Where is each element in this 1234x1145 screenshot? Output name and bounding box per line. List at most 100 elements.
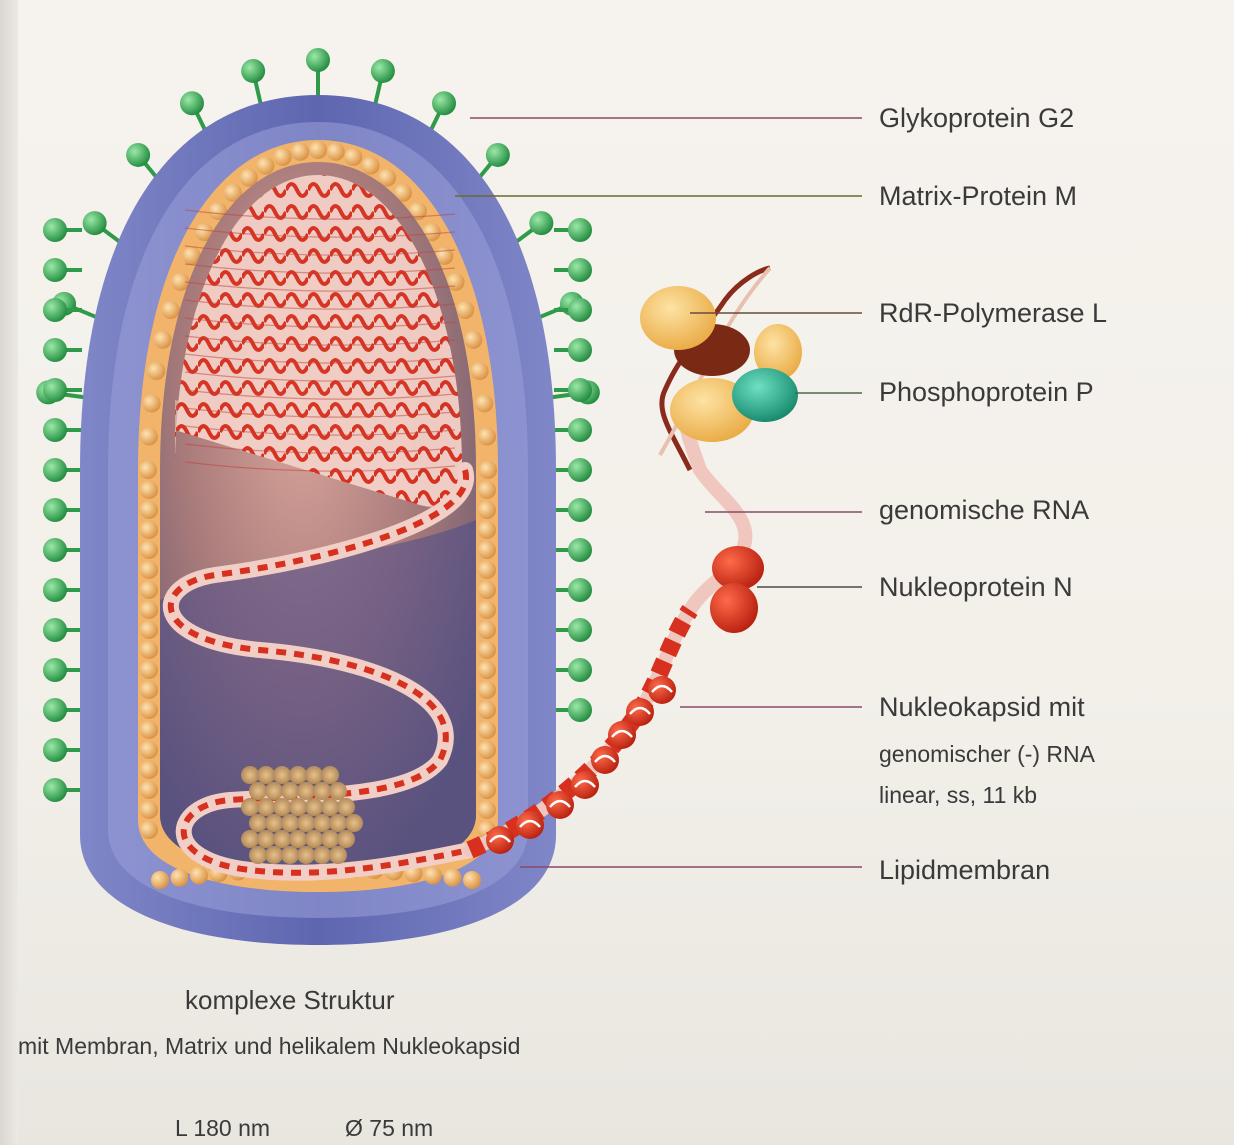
bundle-bead — [321, 766, 339, 784]
matrix-bead — [291, 143, 309, 161]
matrix-bead — [444, 869, 462, 887]
glycoprotein-knob — [43, 498, 67, 522]
glycoprotein-knob — [43, 538, 67, 562]
matrix-bead — [478, 601, 496, 619]
matrix-bead — [190, 866, 208, 884]
glycoprotein-knob — [306, 48, 330, 72]
matrix-bead — [478, 761, 496, 779]
glycoprotein-knob — [43, 658, 67, 682]
matrix-bead — [362, 157, 380, 175]
glycoprotein-knob — [568, 378, 592, 402]
matrix-bead — [478, 781, 496, 799]
label-nucleoprotein: Nukleoprotein N — [879, 572, 1073, 603]
matrix-bead — [140, 741, 158, 759]
matrix-bead — [478, 428, 496, 446]
bundle-bead — [329, 814, 347, 832]
matrix-bead — [344, 148, 362, 166]
matrix-bead — [140, 721, 158, 739]
bundle-bead — [305, 798, 323, 816]
bundle-bead — [249, 782, 267, 800]
glycoprotein-knob — [568, 538, 592, 562]
matrix-bead — [140, 501, 158, 519]
label-phosphoprotein: Phosphoprotein P — [879, 377, 1094, 408]
matrix-bead — [140, 781, 158, 799]
bundle-bead — [313, 814, 331, 832]
glycoprotein-knob — [568, 418, 592, 442]
glycoprotein-knob — [371, 59, 395, 83]
bundle-bead — [337, 798, 355, 816]
glycoprotein-knob — [43, 418, 67, 442]
matrix-bead — [478, 521, 496, 539]
glycoprotein-knob — [43, 738, 67, 762]
bundle-bead — [313, 782, 331, 800]
matrix-bead — [478, 801, 496, 819]
bundle-bead — [297, 782, 315, 800]
polymerase-l-upper — [640, 286, 716, 350]
bundle-bead — [241, 766, 259, 784]
glycoprotein-knob — [568, 218, 592, 242]
matrix-bead — [140, 621, 158, 639]
matrix-bead — [478, 481, 496, 499]
glycoprotein-knob — [83, 211, 107, 235]
caption-title: komplexe Struktur — [185, 985, 395, 1016]
matrix-bead — [478, 581, 496, 599]
matrix-bead — [478, 501, 496, 519]
matrix-bead — [256, 157, 274, 175]
nucleoprotein-n-bottom — [710, 583, 758, 633]
matrix-bead — [478, 561, 496, 579]
matrix-bead — [309, 141, 327, 159]
bundle-bead — [329, 846, 347, 864]
matrix-bead — [140, 761, 158, 779]
bundle-bead — [257, 798, 275, 816]
glycoprotein-knob — [43, 578, 67, 602]
matrix-bead — [478, 621, 496, 639]
glycoprotein-knob — [568, 578, 592, 602]
matrix-bead — [154, 331, 172, 349]
bundle-bead — [321, 830, 339, 848]
matrix-bead — [139, 461, 157, 479]
matrix-bead — [478, 641, 496, 659]
caption-subtitle: mit Membran, Matrix und helikalem Nukleo… — [18, 1033, 520, 1060]
label-nucleocapsid: Nukleokapsid mit — [879, 692, 1085, 723]
matrix-bead — [140, 641, 158, 659]
bundle-bead — [289, 798, 307, 816]
bundle-bead — [265, 814, 283, 832]
glycoprotein-knob — [180, 91, 204, 115]
glycoprotein-knob — [568, 298, 592, 322]
caption-length: L 180 nm — [175, 1115, 270, 1142]
glycoprotein-knob — [43, 298, 67, 322]
label-nucleocapsid-line2: genomischer (-) RNA — [879, 741, 1095, 768]
matrix-bead — [140, 661, 158, 679]
matrix-bead — [478, 701, 496, 719]
matrix-bead — [274, 148, 292, 166]
glycoprotein-knob — [568, 698, 592, 722]
matrix-bead — [140, 701, 158, 719]
matrix-bead — [140, 561, 158, 579]
matrix-bead — [140, 681, 158, 699]
matrix-bead — [479, 461, 497, 479]
glycoprotein-knob — [43, 378, 67, 402]
matrix-bead — [140, 801, 158, 819]
matrix-bead — [478, 541, 496, 559]
glycoprotein-knob — [43, 698, 67, 722]
glycoprotein-knob — [43, 218, 67, 242]
matrix-bead — [171, 869, 189, 887]
glycoprotein-knob — [568, 658, 592, 682]
bundle-bead — [241, 830, 259, 848]
matrix-bead — [140, 821, 158, 839]
bundle-bead — [265, 846, 283, 864]
label-rna: genomische RNA — [879, 495, 1089, 526]
bundle-bead — [273, 830, 291, 848]
matrix-bead — [140, 541, 158, 559]
glycoprotein-knob — [126, 143, 150, 167]
matrix-bead — [162, 301, 180, 319]
matrix-bead — [147, 362, 165, 380]
glycoprotein-knob — [568, 458, 592, 482]
bundle-bead — [297, 814, 315, 832]
glycoprotein-knob — [432, 91, 456, 115]
matrix-bead — [151, 871, 169, 889]
glycoprotein-knob — [568, 258, 592, 282]
matrix-bead — [140, 481, 158, 499]
bundle-bead — [273, 798, 291, 816]
glycoprotein-knob — [529, 211, 553, 235]
